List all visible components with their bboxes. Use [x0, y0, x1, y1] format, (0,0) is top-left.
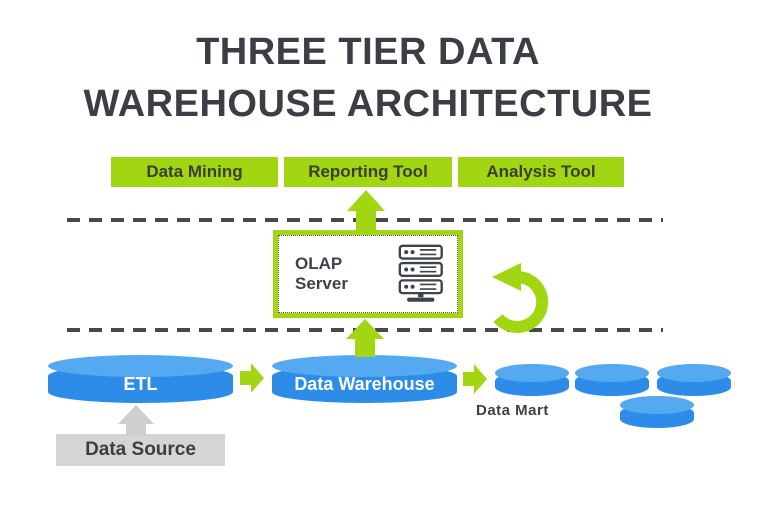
page-title-line2: WAREHOUSE ARCHITECTURE — [83, 83, 653, 125]
cycle-arrow-icon — [492, 263, 549, 333]
olap-server-inner: OLAP Server — [278, 235, 458, 313]
data-mart-cylinder-2 — [575, 364, 649, 396]
tool-box-data-mining: Data Mining — [111, 157, 278, 187]
right-arrow-etl-to-warehouse — [240, 363, 264, 393]
tier-separator-top — [67, 218, 663, 222]
data-mart-cylinder-1 — [495, 364, 569, 396]
cycle-arrow-head — [492, 263, 521, 291]
data-mart-cylinder-4-top — [620, 396, 694, 414]
tool-box-analysis-tool-label: Analysis Tool — [486, 162, 596, 181]
olap-server-box: OLAP Server — [273, 230, 463, 318]
server-rack-icon — [398, 244, 443, 302]
tool-box-analysis-tool: Analysis Tool — [458, 157, 624, 187]
data-warehouse-cylinder-top — [272, 355, 457, 377]
tool-box-reporting-tool: Reporting Tool — [284, 157, 452, 187]
etl-label: ETL — [123, 374, 158, 394]
tool-box-reporting-tool-label: Reporting Tool — [308, 162, 428, 181]
page-title-line1: THREE TIER DATA — [196, 31, 540, 73]
data-mart-cylinder-1-top — [495, 364, 569, 382]
data-mart-label: Data Mart — [476, 402, 549, 419]
up-arrow-olap-to-reporting — [347, 190, 385, 231]
data-source-label: Data Source — [85, 439, 196, 460]
olap-server-label: OLAP Server — [295, 254, 348, 293]
right-arrow-warehouse-to-datamart — [463, 364, 487, 394]
etl-cylinder-top — [48, 355, 233, 377]
up-arrow-warehouse-to-olap — [346, 319, 384, 357]
data-mart-cylinder-3 — [657, 364, 731, 396]
page-title: THREE TIER DATA WAREHOUSE ARCHITECTURE — [34, 26, 702, 130]
data-mart-cylinder-4 — [620, 396, 694, 428]
data-warehouse-cylinder: Data Warehouse — [272, 355, 457, 403]
up-arrow-source-to-etl — [118, 405, 154, 436]
tool-box-data-mining-label: Data Mining — [146, 162, 243, 181]
etl-cylinder: ETL — [48, 355, 233, 403]
data-mart-cylinder-2-top — [575, 364, 649, 382]
data-warehouse-label: Data Warehouse — [294, 374, 435, 394]
cycle-arrow-arc — [493, 270, 549, 333]
data-mart-cylinder-3-top — [657, 364, 731, 382]
data-source-box: Data Source — [56, 434, 225, 466]
tier-separator-bottom — [67, 328, 663, 332]
